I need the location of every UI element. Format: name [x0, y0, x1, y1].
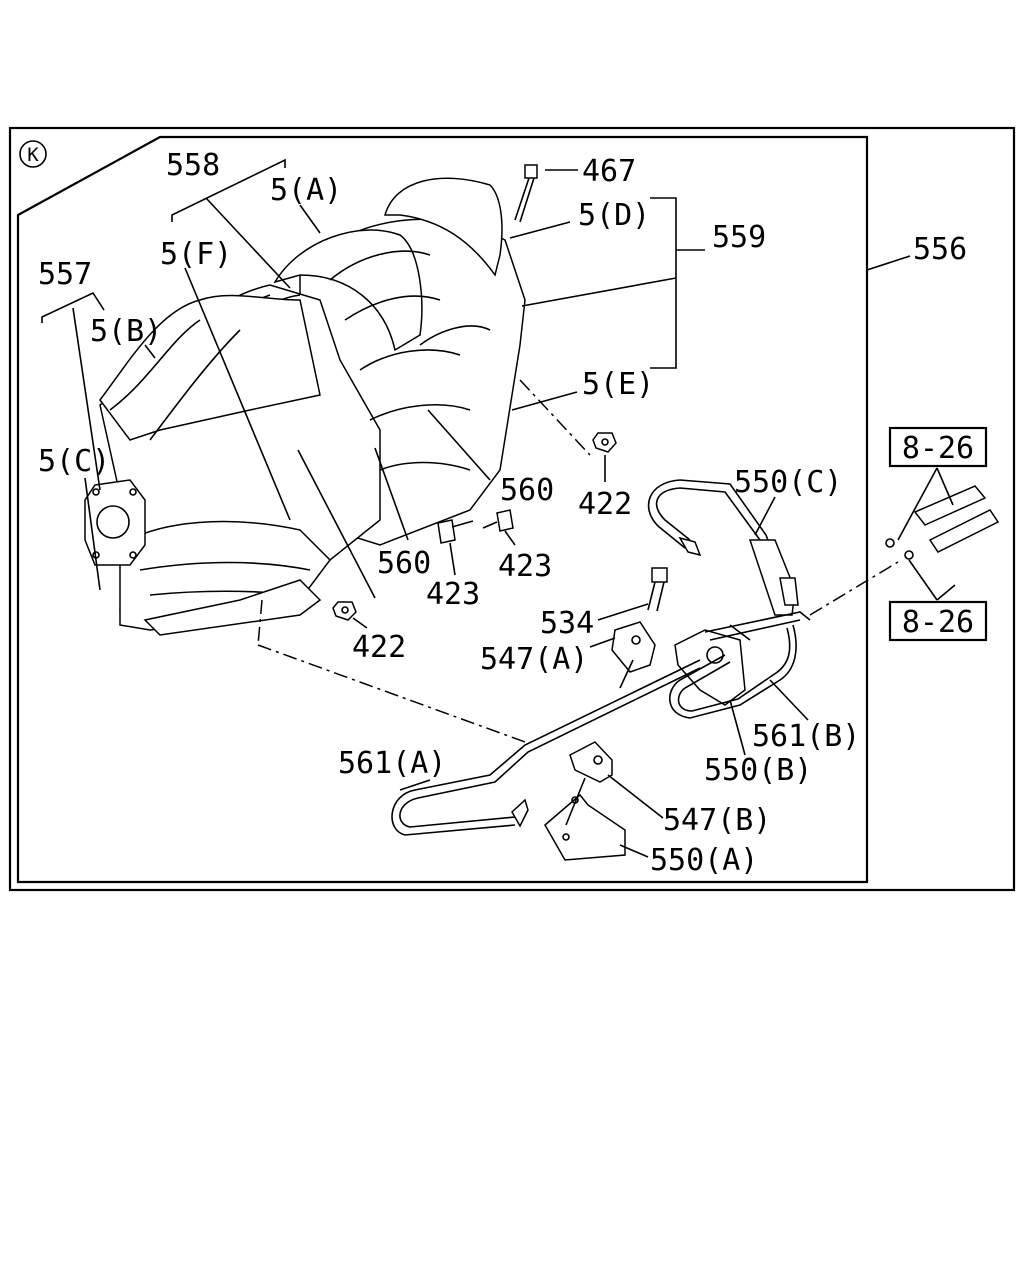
section-marker-letter: K — [27, 144, 39, 166]
label-556: 556 — [913, 232, 967, 267]
section-marker: K — [19, 140, 47, 168]
outer-frame — [8, 126, 1016, 892]
label-547a: 547(A) — [480, 642, 588, 677]
label-559: 559 — [712, 220, 766, 255]
label-422-right: 422 — [578, 487, 632, 522]
label-5f: 5(F) — [160, 237, 232, 272]
reference-label-top: 8-26 — [902, 431, 974, 466]
label-5a: 5(A) — [270, 173, 342, 208]
catalytic-converter-assembly — [84, 164, 617, 636]
label-560-right: 560 — [500, 473, 554, 508]
reference-box-top[interactable]: 8-26 — [888, 426, 988, 468]
label-550a: 550(A) — [650, 843, 758, 878]
label-467: 467 — [582, 154, 636, 189]
label-423-right: 423 — [498, 549, 552, 584]
label-534: 534 — [540, 606, 594, 641]
label-5c: 5(C) — [38, 444, 110, 479]
reference-label-bottom: 8-26 — [902, 605, 974, 640]
label-5e: 5(E) — [582, 367, 654, 402]
inner-frame — [16, 135, 869, 884]
label-561b: 561(B) — [752, 719, 860, 754]
leader-lines — [41, 158, 956, 858]
callout-labels: 467 558 5(A) 5(D) 559 556 5(F) 557 5(B) … — [38, 148, 967, 878]
label-561a: 561(A) — [338, 746, 446, 781]
label-550c: 550(C) — [734, 465, 842, 500]
label-560-left: 560 — [377, 546, 431, 581]
label-547b: 547(B) — [663, 803, 771, 838]
label-5d: 5(D) — [578, 198, 650, 233]
label-423-left: 423 — [426, 577, 480, 612]
label-5b: 5(B) — [90, 314, 162, 349]
label-550b: 550(B) — [704, 753, 812, 788]
label-422-bottom: 422 — [352, 630, 406, 665]
reference-box-bottom[interactable]: 8-26 — [888, 600, 988, 642]
sensor-pipe-assembly — [391, 479, 1000, 861]
label-558: 558 — [166, 148, 220, 183]
label-557: 557 — [38, 257, 92, 292]
